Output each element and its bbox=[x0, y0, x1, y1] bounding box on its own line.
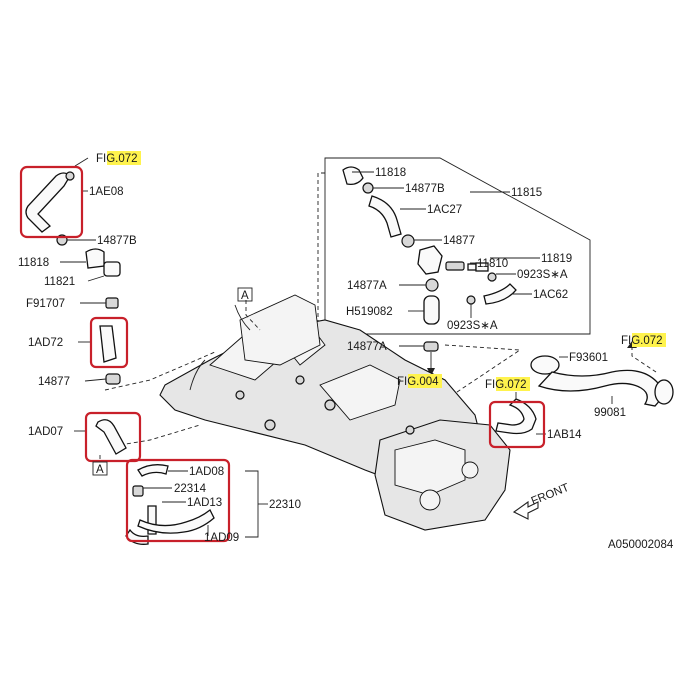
part-label-22314: 22314 bbox=[174, 483, 207, 495]
part-label-11818-left: 11818 bbox=[18, 257, 49, 269]
part-label-1ad09: 1AD09 bbox=[204, 532, 239, 544]
part-label-f93601: F93601 bbox=[569, 352, 608, 364]
part-label-22310: 22310 bbox=[269, 499, 301, 511]
part-label-1ab14: 1AB14 bbox=[547, 429, 582, 441]
engine-assembly bbox=[159, 294, 511, 531]
part-label-0923sa-1: 0923S∗A bbox=[517, 269, 568, 281]
part-label-1ad08: 1AD08 bbox=[189, 466, 224, 478]
part-label-h519082: H519082 bbox=[346, 306, 393, 318]
part-label-99081: 99081 bbox=[594, 407, 626, 419]
part-label-14877a-2: 14877A bbox=[347, 341, 387, 353]
highlight-box-1ab14 bbox=[488, 400, 546, 449]
highlight-box-1ad72 bbox=[89, 316, 129, 369]
part-label-f91707: F91707 bbox=[26, 298, 65, 310]
drawing-code: A050002084 bbox=[608, 539, 674, 551]
ref-a-top: A bbox=[241, 290, 249, 302]
part-label-14877-detail: 14877 bbox=[443, 235, 475, 247]
part-label-14877b-left: 14877B bbox=[97, 235, 137, 247]
part-label-1ad72: 1AD72 bbox=[28, 337, 63, 349]
part-label-1ae08: 1AE08 bbox=[89, 186, 124, 198]
part-label-1ac27: 1AC27 bbox=[427, 204, 462, 216]
part-label-11815: 11815 bbox=[511, 187, 542, 199]
part-label-14877a-1: 14877A bbox=[347, 280, 387, 292]
highlight-box-1ae08 bbox=[19, 165, 84, 239]
ref-a-bottom: A bbox=[96, 464, 104, 476]
part-label-11821: 11821 bbox=[44, 276, 75, 288]
part-label-11810: 11810 bbox=[477, 258, 508, 270]
highlight-box-lower-group bbox=[125, 458, 231, 543]
front-arrow: FRONT bbox=[512, 482, 571, 520]
fig-ref-detail-bottom: FIG.004 bbox=[397, 376, 439, 388]
fig-ref-right: FIG.072 bbox=[621, 335, 663, 347]
part-label-1ac62: 1AC62 bbox=[533, 289, 568, 301]
part-label-11818-top: 11818 bbox=[375, 167, 406, 179]
fig-ref-mid-right: FIG.072 bbox=[485, 379, 527, 391]
front-label: FRONT bbox=[530, 482, 571, 508]
part-label-0923sa-2: 0923S∗A bbox=[447, 320, 498, 332]
part-label-11819: 11819 bbox=[541, 253, 572, 265]
part-label-14877b-top: 14877B bbox=[405, 183, 445, 195]
detail-inset bbox=[299, 157, 591, 411]
highlight-box-1ad07 bbox=[84, 411, 142, 463]
part-label-1ad13: 1AD13 bbox=[187, 497, 222, 509]
part-label-1ad07: 1AD07 bbox=[28, 426, 63, 438]
part-label-14877-left: 14877 bbox=[38, 376, 70, 388]
fig-ref-top-left: FIG.072 bbox=[96, 153, 138, 165]
